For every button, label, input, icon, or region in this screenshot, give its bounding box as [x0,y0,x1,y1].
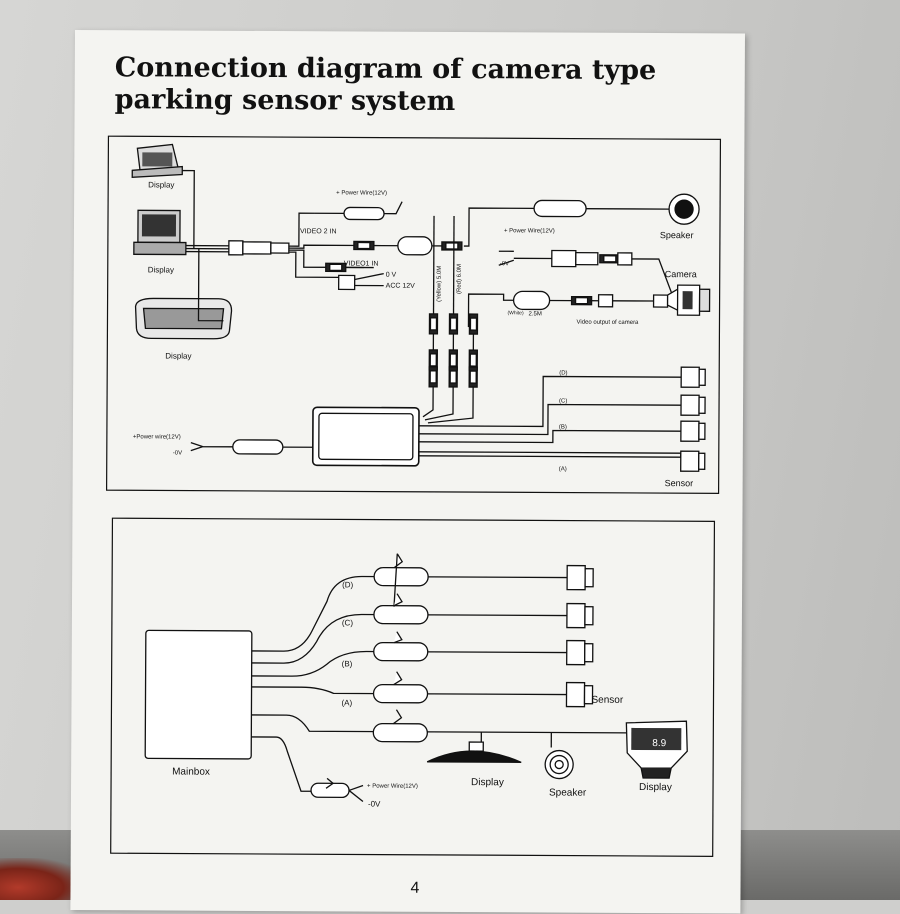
label-speaker-bottom: Speaker [549,787,587,798]
label-ch-c: (C) [342,618,353,627]
label-video-output: Video output of camera [576,320,639,326]
label-0v: -0V [368,800,381,809]
label-white: (White) [508,310,524,316]
bar-readout: 88 [473,745,481,752]
label-yellow-len: (Yellow) 5.0M [437,266,443,302]
connectors-channels [372,553,429,704]
label-ch-d-top: (D) [559,371,567,377]
label-display-top: Display [148,180,174,189]
label-power-wire-top: + Power Wire(12V) [336,190,387,196]
label-mainbox: Mainbox [172,767,210,778]
lcd-display-icon [625,720,688,779]
display-top-icon [131,143,183,178]
label-0v-cam: -0V [500,261,509,267]
label-camera: Camera [665,269,697,279]
label-display-unit: Display [639,782,672,793]
display-mid-icon [133,209,187,256]
label-sensor: Sensor [591,695,623,706]
label-power-wire: + Power Wire(12V) [367,784,418,790]
label-0v: 0 V [386,272,397,279]
label-0v-main: -0V [173,451,182,457]
label-ch-b: (B) [342,659,353,668]
speaker-icon-top [668,193,700,225]
label-power-wire-main: +Power wire(12V) [133,434,181,440]
display-mirror-icon [134,297,233,340]
label-display-mirror: Display [165,351,191,360]
label-display-mid: Display [148,265,174,274]
label-power-wire-cam: + Power Wire(12V) [504,228,555,234]
wiring-diagrams: Display Display Display + Power Wire(12V… [105,135,722,857]
label-speaker-top: Speaker [660,230,694,240]
bar-display-icon [426,741,522,763]
diagram-2-frame [110,517,716,857]
manual-page: Connection diagram of camera type parkin… [70,30,745,914]
label-video2-in: VIDEO 2 IN [300,228,337,235]
camera-diagram [105,135,722,494]
label-red-len: (Red) 6.0M [457,264,463,294]
lcd-readout: 8.9 [652,738,666,749]
label-ch-a: (A) [341,698,352,707]
label-sensor-top: Sensor [665,478,694,488]
label-ch-b-top: (B) [559,425,567,431]
mainbox-icon-top [311,406,420,467]
label-2-5m: 2.5M [529,311,542,317]
standard-diagram [110,517,716,857]
label-display-bar: Display [471,777,504,788]
sensors-top [680,366,706,472]
label-ch-d: (D) [342,580,353,589]
label-ch-c-top: (C) [559,399,567,405]
speaker-icon-bottom [544,749,574,780]
camera-icon [666,284,711,316]
diagram-1-frame [105,135,722,494]
label-video1-in: VIDEO1 IN [344,260,379,267]
sensors-bottom [565,564,594,708]
label-ch-a-top: (A) [559,467,567,473]
label-acc12v: ACC 12V [386,283,416,290]
mainbox-icon [144,629,253,760]
page-number: 4 [410,879,420,897]
